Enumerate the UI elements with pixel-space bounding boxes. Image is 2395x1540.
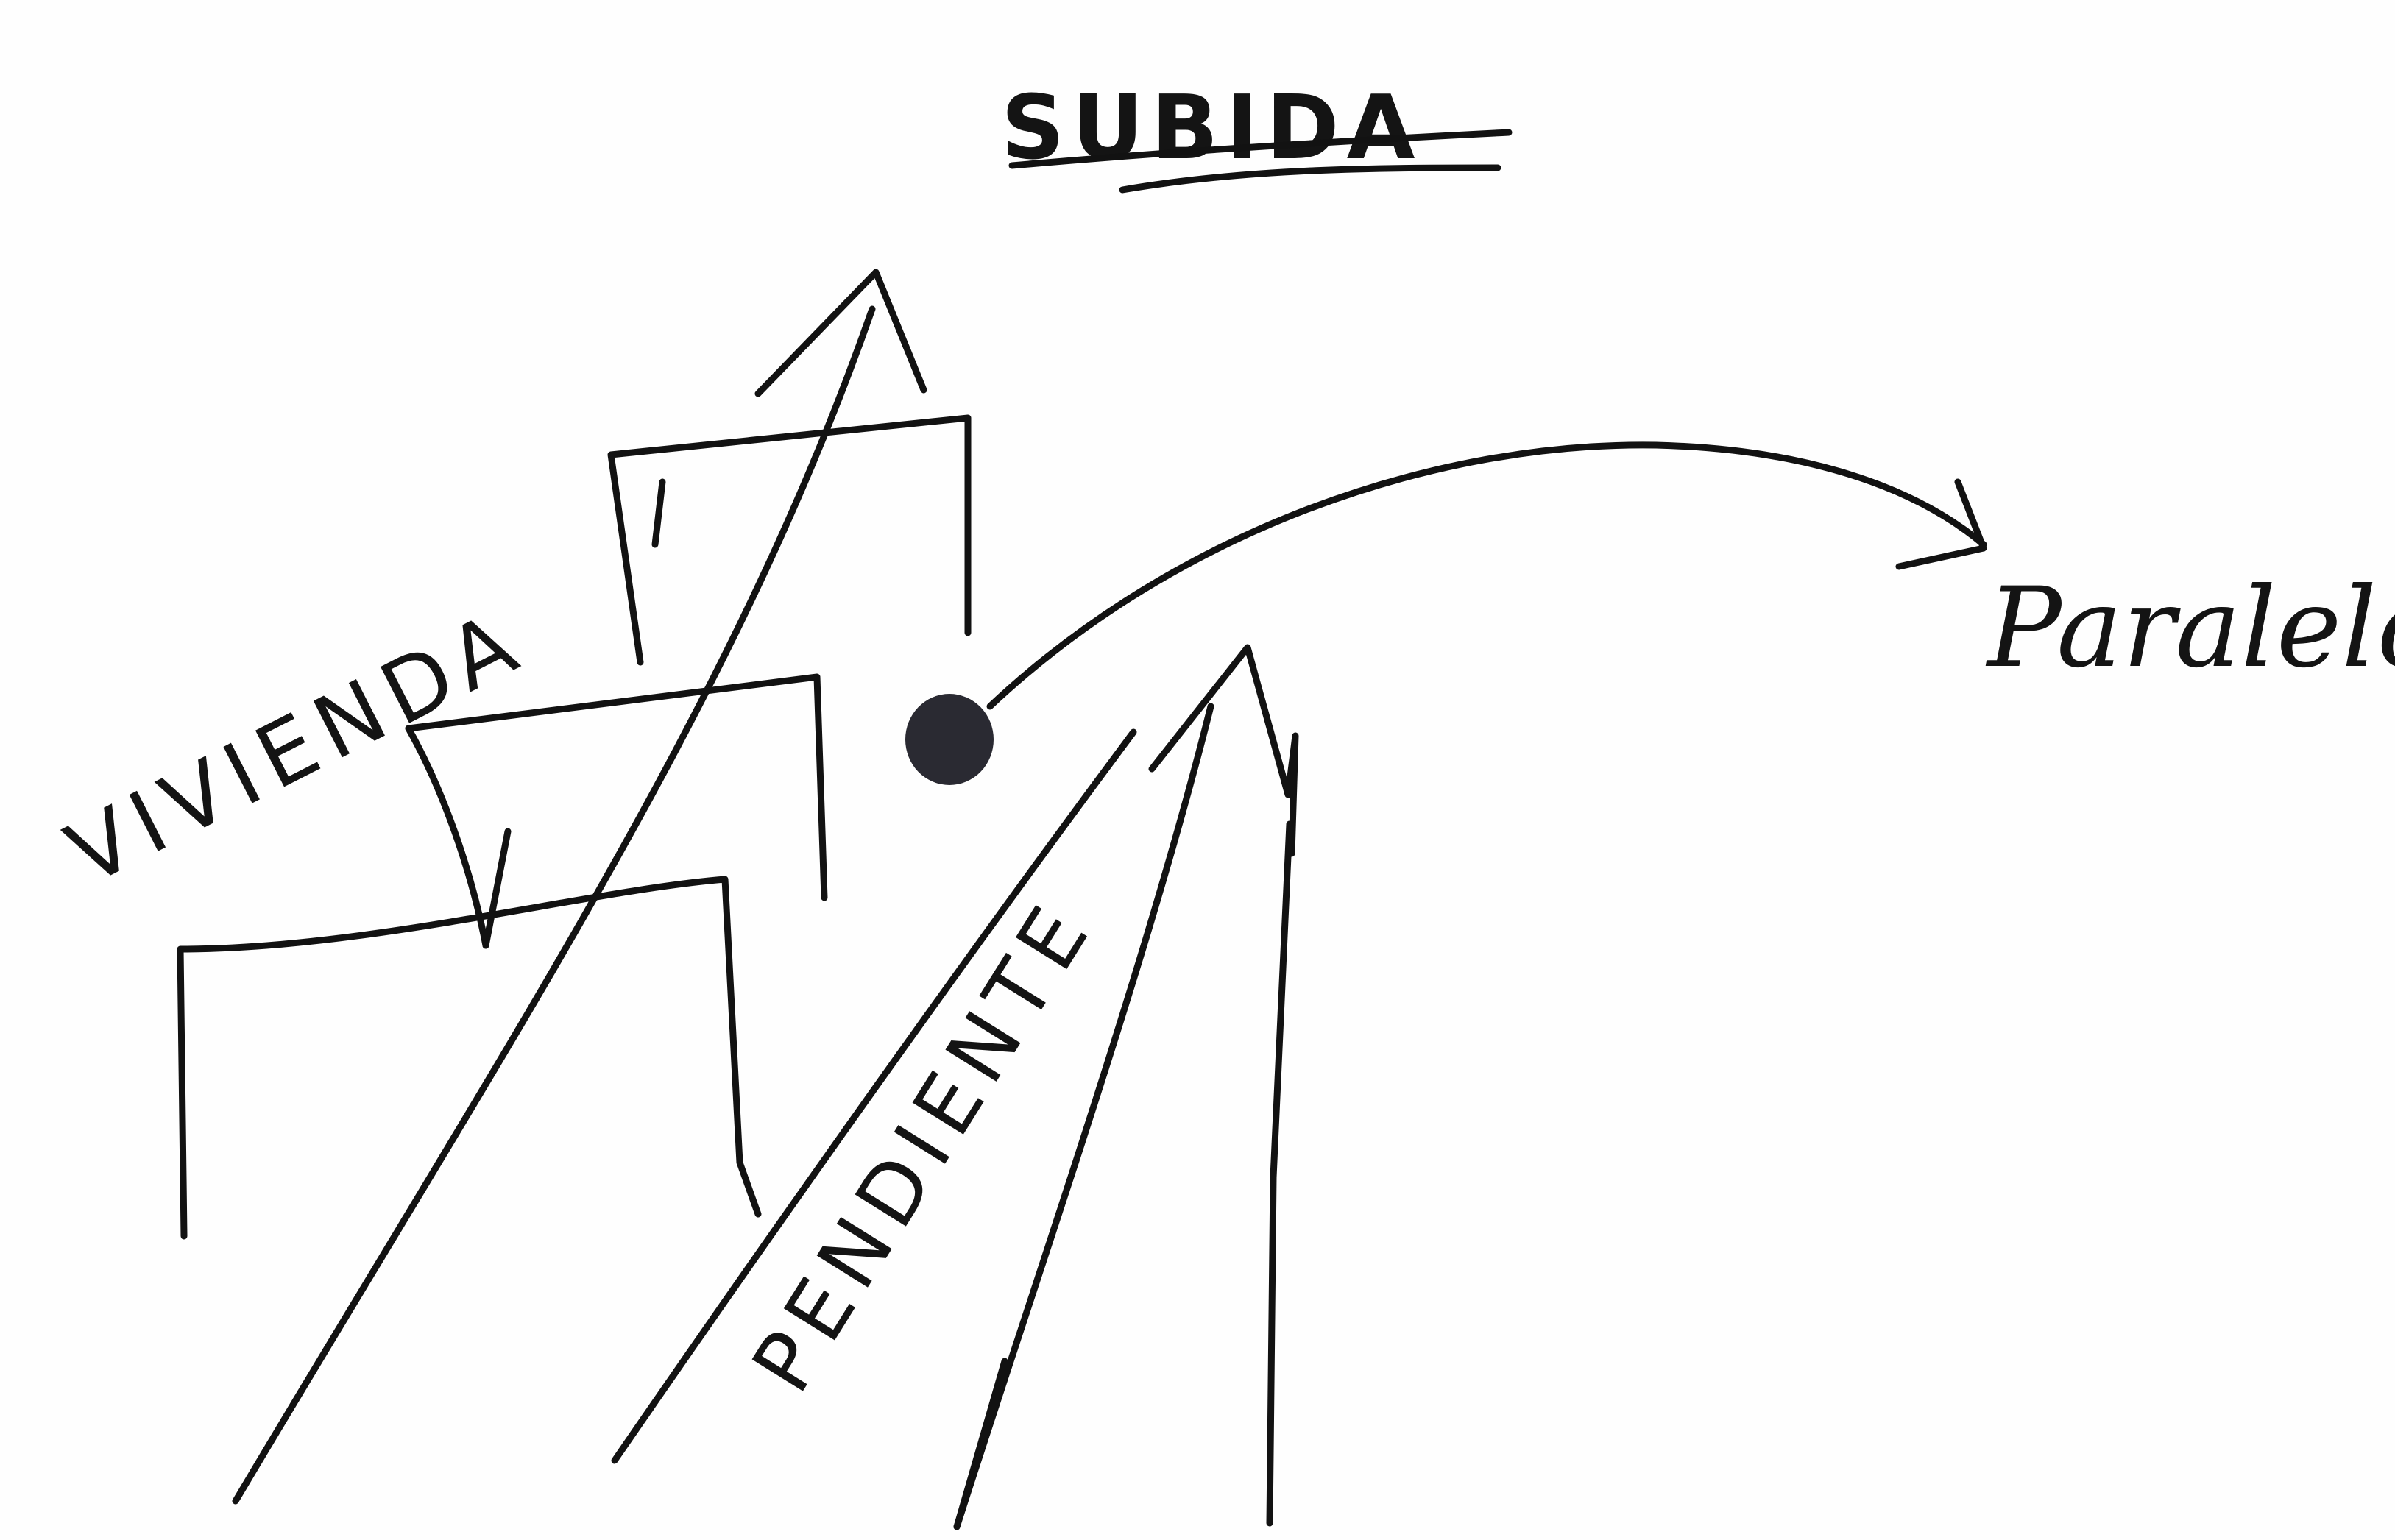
curved-arrowhead	[1899, 482, 1984, 567]
slope-line-left	[615, 732, 1133, 1461]
peak-zigzag	[1152, 647, 1295, 854]
label-vivienda: VIVIENDA	[52, 589, 540, 905]
building-top-tier	[611, 418, 968, 662]
slope-bottom-tick	[957, 1361, 1005, 1527]
building-lower-tier	[180, 879, 758, 1236]
position-dot	[905, 694, 994, 785]
building-middle-tick	[486, 831, 508, 945]
upward-arrowhead	[758, 272, 924, 394]
curved-arrow-line	[990, 445, 1984, 706]
building-middle-left-wall	[408, 728, 486, 945]
label-pendiente: PENDIENTE	[735, 883, 1113, 1408]
slope-line-right	[1270, 824, 1290, 1523]
building-top-tick	[655, 482, 662, 544]
label-paralelo: Paralelo	[1985, 564, 2395, 692]
